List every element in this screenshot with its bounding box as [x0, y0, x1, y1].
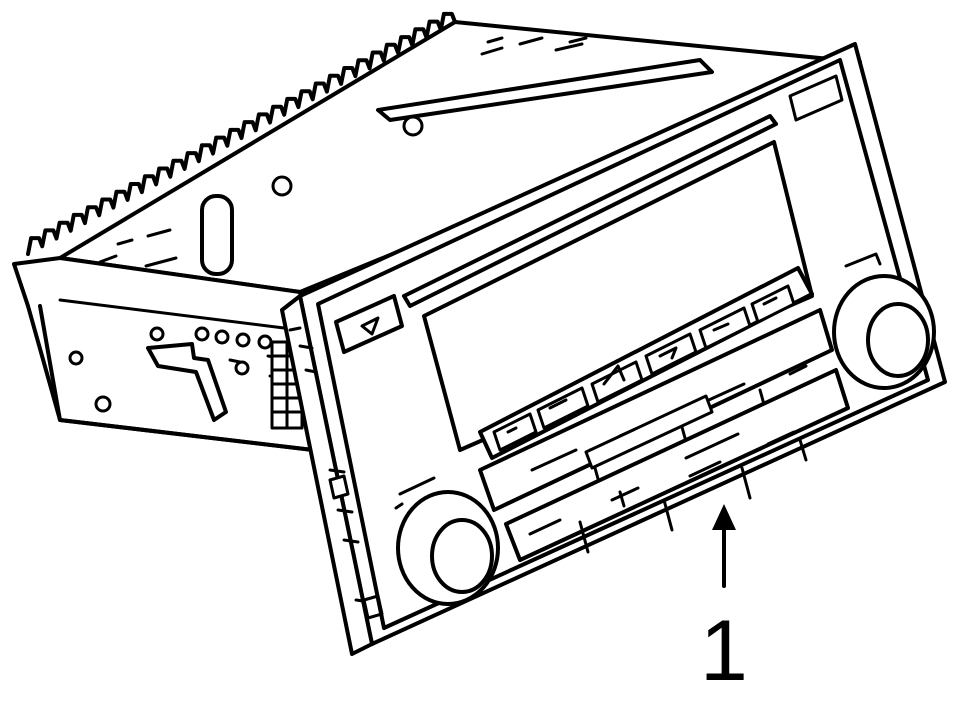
disc-slot-bevel: [376, 58, 714, 122]
preset-button-row: [478, 266, 814, 460]
top-right-button[interactable]: [788, 74, 844, 122]
volume-knob[interactable]: [394, 476, 500, 606]
preset-button-4[interactable]: [644, 332, 698, 376]
preset-button-1[interactable]: [492, 412, 538, 452]
preset-button-3[interactable]: [590, 360, 644, 404]
cooling-fins: [26, 11, 457, 256]
callout-arrowhead: [712, 504, 736, 530]
preset-button-6[interactable]: [750, 284, 796, 324]
screw-hole: [149, 326, 165, 342]
radio-chassis: [12, 11, 862, 454]
callout-1: 1: [700, 504, 748, 699]
disc-slot[interactable]: [402, 114, 778, 308]
bracket-tab: [146, 342, 228, 422]
eject-icon: [360, 316, 380, 336]
connector-slot: [200, 194, 234, 276]
function-strip-lower: [504, 368, 850, 562]
function-button[interactable]: [584, 394, 714, 470]
mount-hole: [271, 175, 293, 197]
preset-button-5[interactable]: [698, 306, 752, 350]
radio-faceplate: [280, 42, 947, 656]
function-strip-upper: [478, 308, 834, 512]
callout-number: 1: [700, 603, 748, 699]
tune-knob[interactable]: [832, 252, 936, 390]
preset-button-2[interactable]: [536, 386, 590, 430]
faceplate-inner-frame: [316, 58, 930, 630]
function-buttons: [478, 308, 850, 562]
mount-hole: [402, 115, 424, 137]
